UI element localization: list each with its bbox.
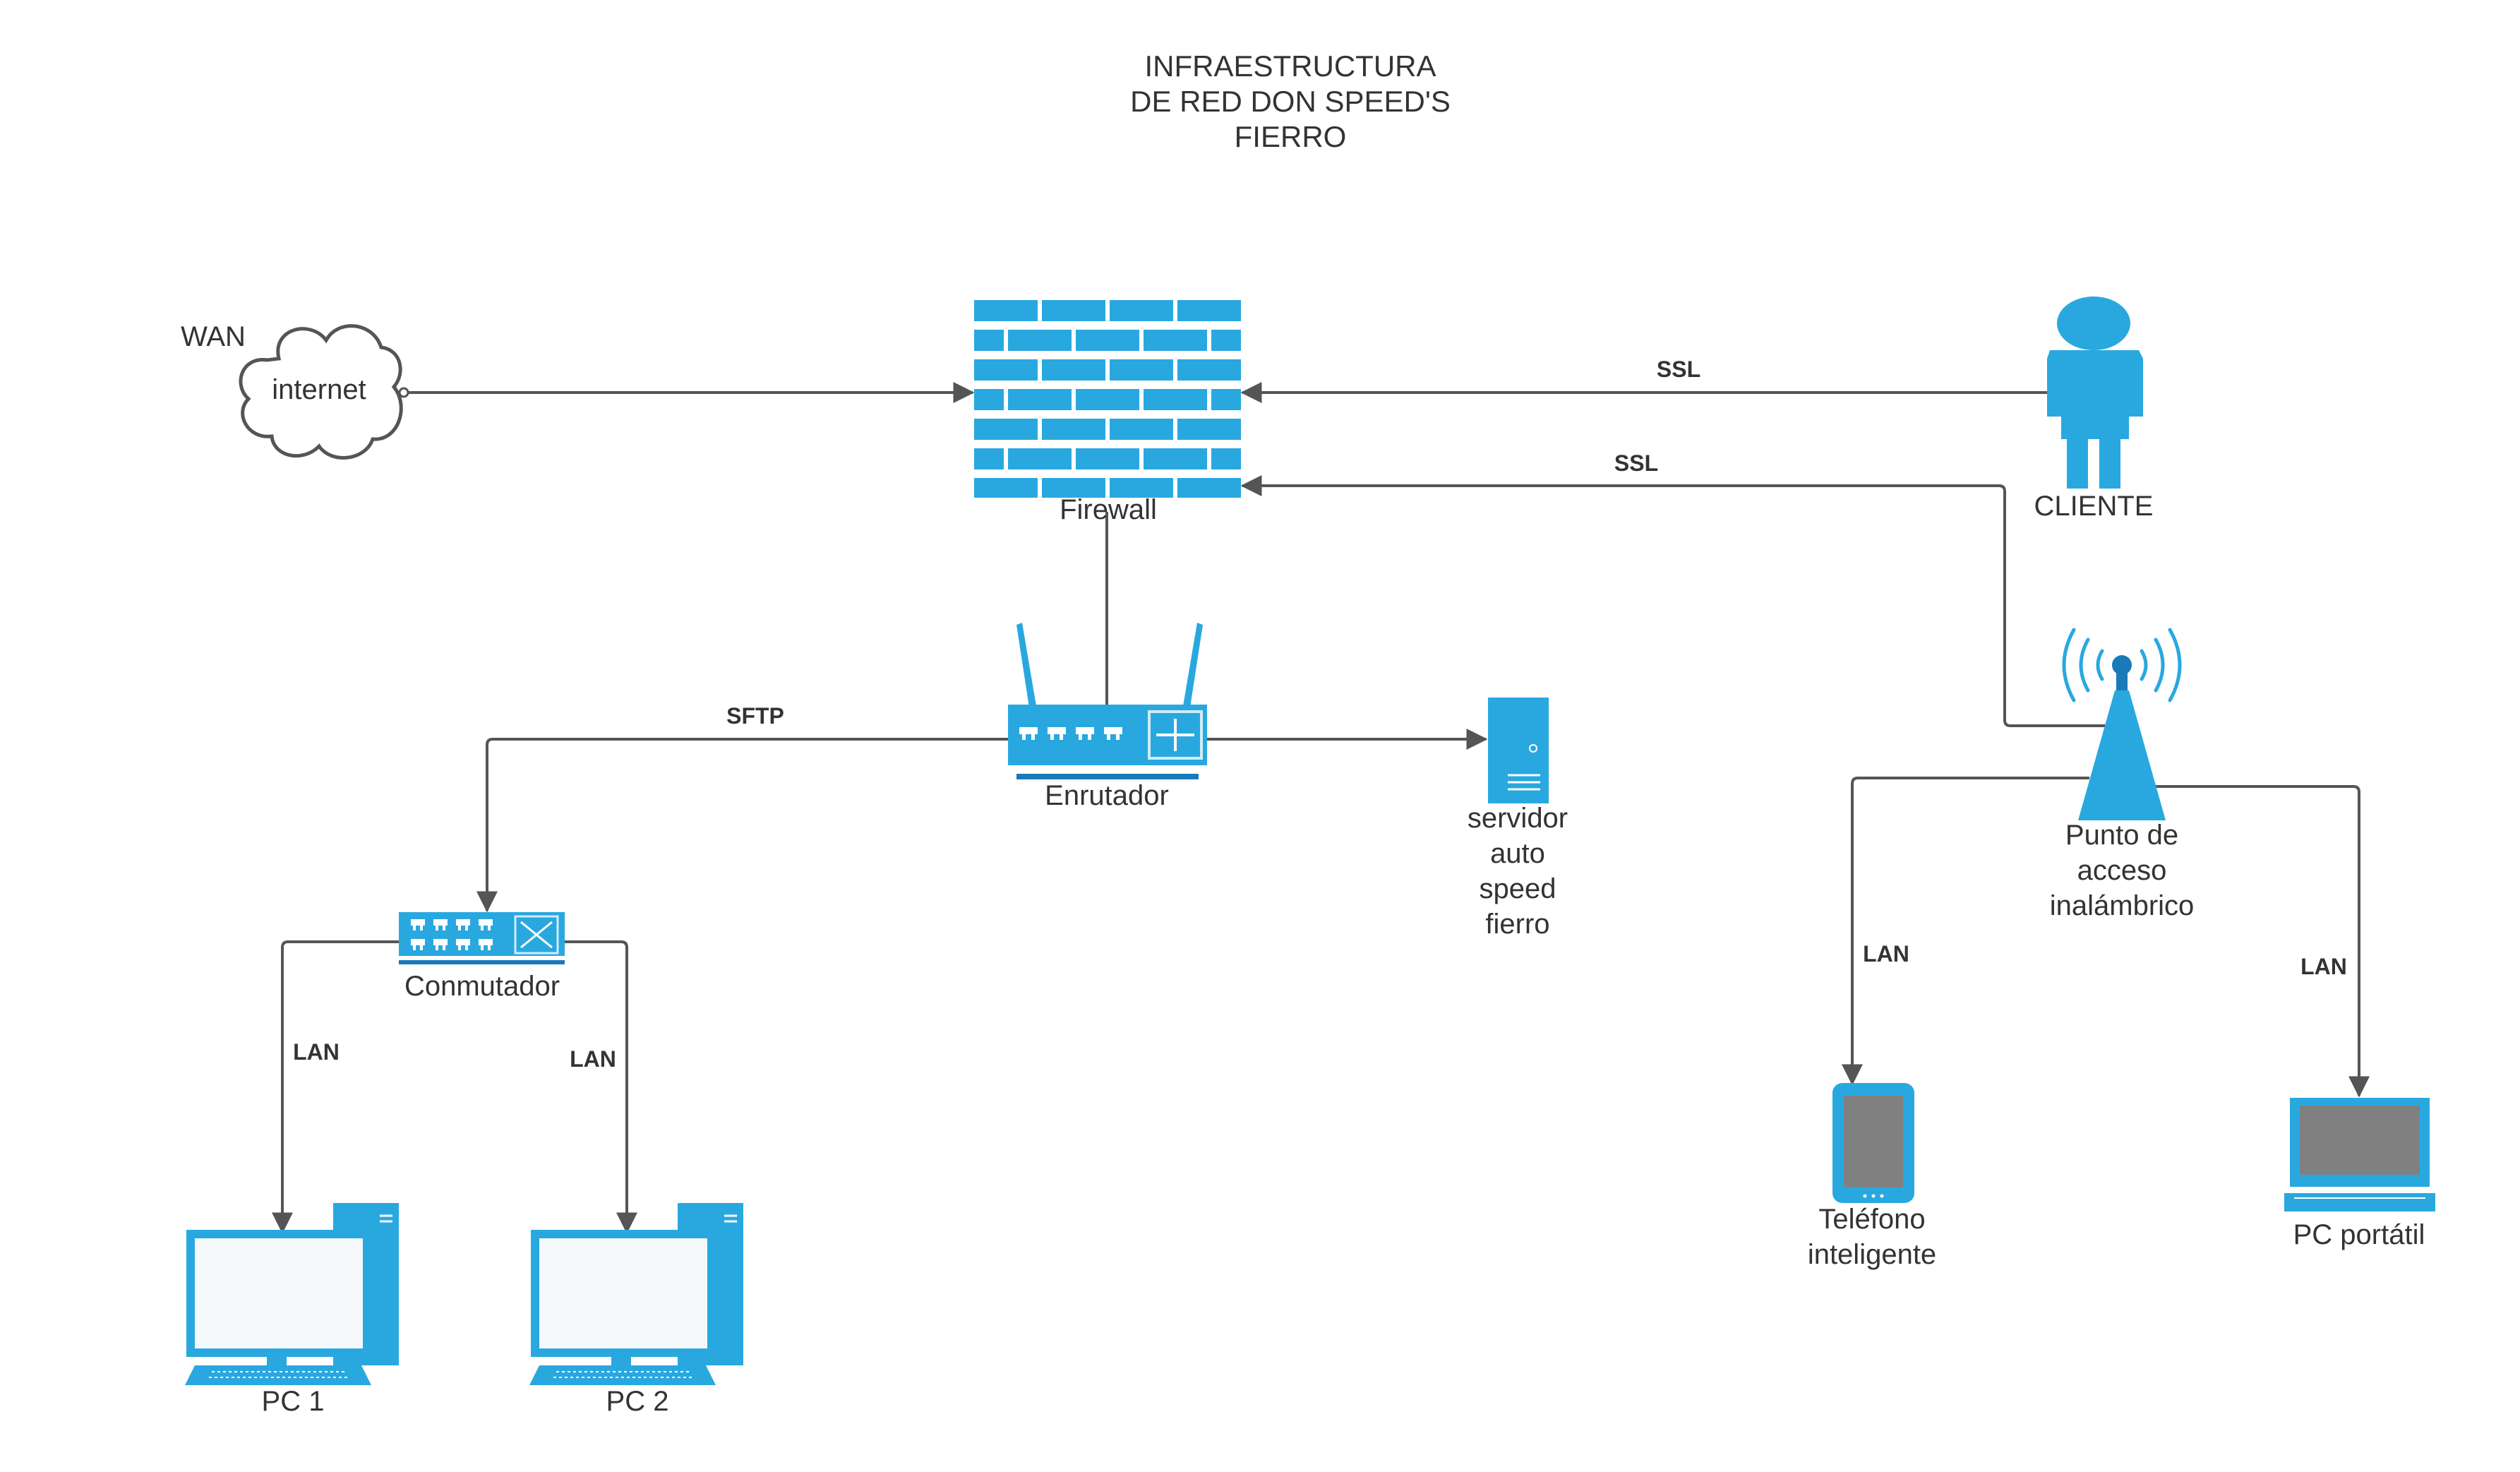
cloud-icon — [239, 324, 403, 460]
server-label-line-3: speed — [1480, 873, 1556, 904]
laptop-icon — [2284, 1098, 2435, 1211]
desktop-pc-icon — [185, 1203, 399, 1385]
firewall-brick-icon — [974, 300, 1241, 498]
pc2-label: PC 2 — [606, 1386, 669, 1417]
server-label-line-1: servidor — [1468, 803, 1568, 834]
edge-switch-pc2 — [561, 940, 637, 1234]
pc1-node[interactable]: PC 1 — [185, 1203, 399, 1417]
laptop-label: PC portátil — [2293, 1219, 2425, 1250]
server-label-line-4: fierro — [1485, 909, 1549, 940]
router-icon — [1008, 623, 1207, 779]
edge-switch-pc1 — [272, 940, 399, 1234]
wireless-access-point-icon — [2062, 628, 2182, 820]
ap-label-line-1: Punto de — [2065, 820, 2178, 851]
edge-labels: SSL SSL SFTP LAN LAN LAN LAN — [293, 357, 2347, 1072]
internet-label: internet — [272, 374, 366, 405]
switch-label: Conmutador — [404, 971, 560, 1002]
server-label-line-2: auto — [1490, 838, 1545, 869]
phone-node[interactable]: Teléfono inteligente — [1808, 1083, 1936, 1270]
edge-label-lan-pc1: LAN — [293, 1039, 340, 1065]
edge-ap-firewall — [1240, 475, 2111, 727]
router-node[interactable]: Enrutador — [1008, 623, 1207, 811]
connectors — [272, 382, 2370, 1234]
title-line-2: DE RED DON SPEED'S — [1130, 85, 1451, 118]
smartphone-icon — [1832, 1083, 1914, 1203]
server-node[interactable]: servidor auto speed fierro — [1468, 698, 1568, 940]
switch-node[interactable]: Conmutador — [399, 912, 565, 1002]
desktop-pc-icon — [529, 1203, 743, 1385]
edge-label-lan-phone: LAN — [1863, 941, 1909, 967]
client-label: CLIENTE — [2034, 491, 2154, 522]
switch-icon — [399, 912, 565, 964]
edge-router-switch — [476, 738, 1009, 913]
client-node[interactable]: CLIENTE — [2034, 297, 2154, 522]
internet-connection-dot — [398, 387, 409, 398]
person-icon — [2047, 297, 2143, 489]
wan-label: WAN — [181, 321, 246, 352]
edge-label-lan-pc2: LAN — [570, 1046, 616, 1072]
title-line-1: INFRAESTRUCTURA — [1144, 49, 1436, 83]
edge-ap-phone — [1842, 777, 2089, 1086]
phone-label-line-1: Teléfono — [1818, 1204, 1925, 1235]
phone-label-line-2: inteligente — [1808, 1239, 1936, 1270]
edge-label-sftp: SFTP — [726, 703, 784, 729]
ap-label-line-3: inalámbrico — [2050, 890, 2195, 921]
firewall-label: Firewall — [1060, 494, 1157, 525]
ap-label-line-2: acceso — [2077, 855, 2167, 886]
edge-ap-laptop — [2154, 785, 2370, 1098]
laptop-node[interactable]: PC portátil — [2284, 1098, 2435, 1250]
internet-node[interactable]: internet — [239, 324, 403, 460]
firewall-node[interactable]: Firewall — [974, 300, 1241, 525]
access-point-node[interactable]: Punto de acceso inalámbrico — [2050, 628, 2195, 921]
pc2-node[interactable]: PC 2 — [529, 1203, 743, 1417]
server-icon — [1488, 698, 1549, 803]
diagram-title: INFRAESTRUCTURA DE RED DON SPEED'S FIERR… — [1130, 49, 1451, 153]
pc1-label: PC 1 — [262, 1386, 325, 1417]
title-line-3: FIERRO — [1235, 120, 1347, 153]
edge-label-ap-ssl: SSL — [1614, 450, 1658, 476]
edge-label-client-ssl: SSL — [1657, 357, 1700, 382]
edge-label-lan-laptop: LAN — [2300, 954, 2347, 979]
router-label: Enrutador — [1045, 780, 1169, 811]
